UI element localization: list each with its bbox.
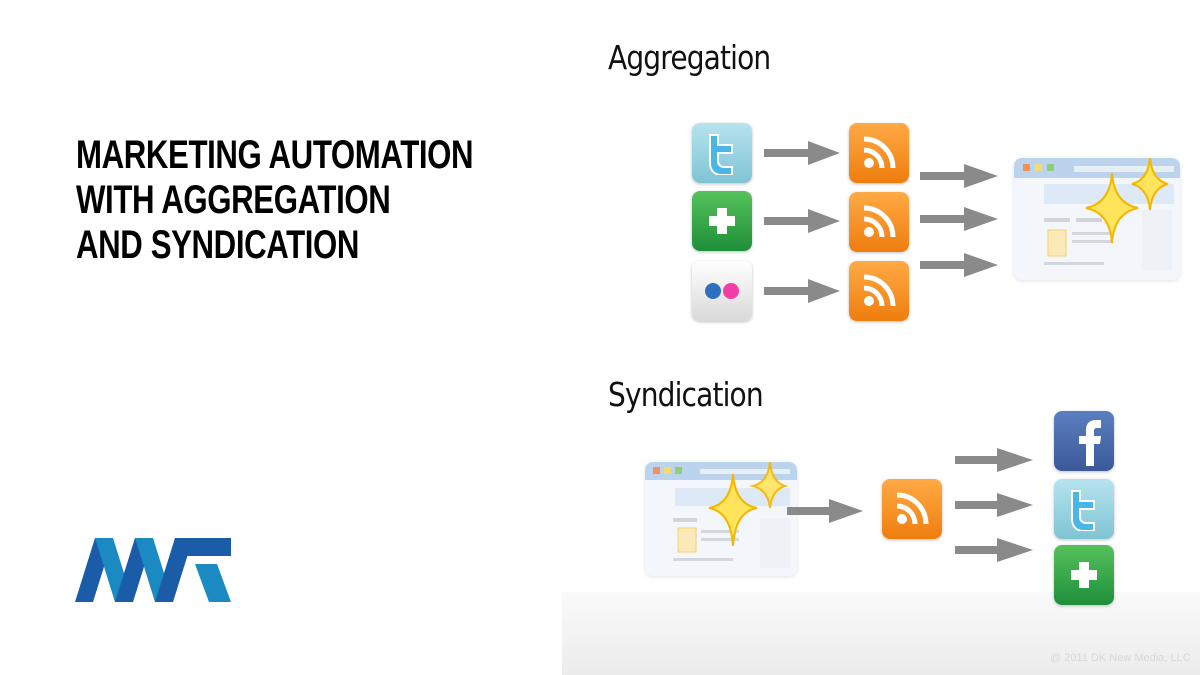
page-title: MARKETING AUTOMATION WITH AGGREGATION AN…: [76, 133, 474, 268]
rss-icon: [882, 479, 942, 539]
arrow-icon: [764, 141, 840, 165]
arrow-icon: [920, 207, 998, 231]
rss-icon: [849, 192, 909, 252]
plus-icon: [692, 191, 752, 251]
title-line-3: AND SYNDICATION: [76, 223, 360, 267]
webpage-sparkle-icon: [1014, 158, 1180, 280]
arrow-icon: [764, 279, 840, 303]
webpage-sparkle-icon: [645, 462, 797, 576]
arrow-icon: [920, 164, 998, 188]
diagram-footer: [562, 592, 1200, 675]
rss-icon: [849, 261, 909, 321]
rss-icon: [849, 123, 909, 183]
mat-logo: [75, 538, 231, 602]
syndication-label: Syndication: [608, 375, 764, 414]
aggregation-label: Aggregation: [608, 38, 771, 77]
twitter-icon: [1054, 479, 1114, 539]
arrow-icon: [955, 493, 1033, 517]
facebook-icon: [1054, 411, 1114, 471]
copyright-text: @ 2011 DK New Media, LLC: [1050, 652, 1191, 664]
flickr-icon: [692, 261, 752, 321]
arrow-icon: [955, 538, 1033, 562]
arrow-icon: [764, 209, 840, 233]
arrow-icon: [787, 499, 863, 523]
arrow-icon: [955, 448, 1033, 472]
title-line-1: MARKETING AUTOMATION: [76, 133, 474, 177]
twitter-icon: [692, 123, 752, 183]
title-line-2: WITH AGGREGATION: [76, 178, 391, 222]
arrow-icon: [920, 253, 998, 277]
plus-icon: [1054, 545, 1114, 605]
